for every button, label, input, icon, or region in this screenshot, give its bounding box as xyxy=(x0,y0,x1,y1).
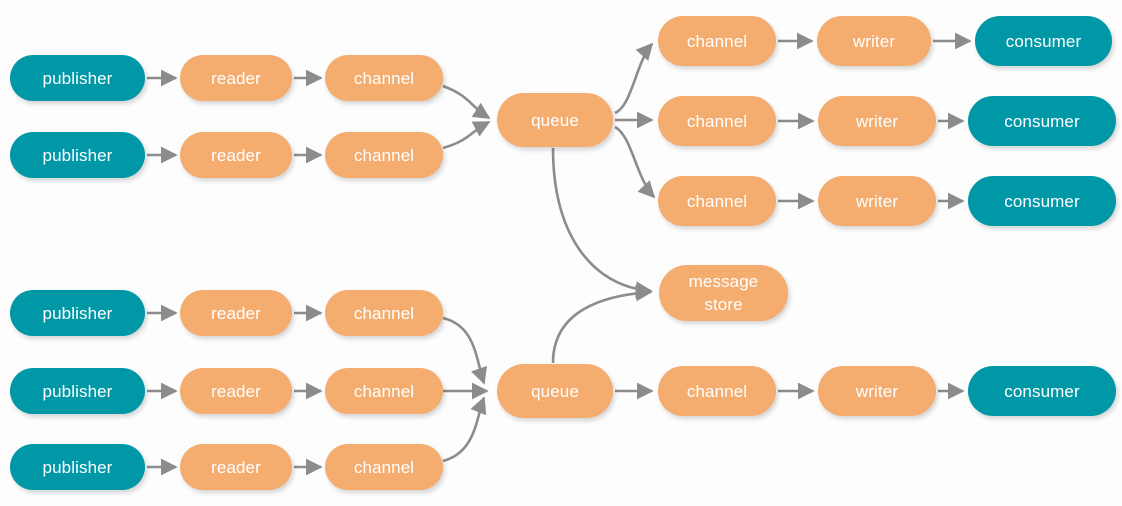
node-consumer[interactable]: consumer xyxy=(968,176,1116,226)
node-channel[interactable]: channel xyxy=(658,176,776,226)
node-reader[interactable]: reader xyxy=(180,55,292,101)
edge-chn-t1-que-t xyxy=(442,84,491,120)
node-reader[interactable]: reader xyxy=(180,290,292,336)
node-queue[interactable]: queue xyxy=(497,93,613,147)
node-channel[interactable]: channel xyxy=(658,96,776,146)
edge-chn-t2-que-t xyxy=(442,120,491,150)
node-channel[interactable]: channel xyxy=(325,444,443,490)
node-writer[interactable]: writer xyxy=(818,176,936,226)
edge-que-t-chn-o1 xyxy=(614,42,654,115)
node-channel[interactable]: channel xyxy=(325,55,443,101)
edge-chn-b3-que-b xyxy=(442,396,487,463)
node-publisher[interactable]: publisher xyxy=(10,368,145,414)
node-publisher[interactable]: publisher xyxy=(10,290,145,336)
node-publisher[interactable]: publisher xyxy=(10,55,145,101)
node-channel[interactable]: channel xyxy=(325,132,443,178)
node-reader[interactable]: reader xyxy=(180,368,292,414)
node-consumer[interactable]: consumer xyxy=(968,366,1116,416)
node-writer[interactable]: writer xyxy=(818,366,936,416)
node-channel[interactable]: channel xyxy=(325,368,443,414)
node-writer[interactable]: writer xyxy=(818,96,936,146)
node-consumer[interactable]: consumer xyxy=(975,16,1112,66)
node-reader[interactable]: reader xyxy=(180,132,292,178)
edge-que-b-msg xyxy=(551,284,653,364)
node-publisher[interactable]: publisher xyxy=(10,444,145,490)
node-channel[interactable]: channel xyxy=(658,16,776,66)
node-queue[interactable]: queue xyxy=(497,364,613,418)
node-writer[interactable]: writer xyxy=(817,16,931,66)
node-consumer[interactable]: consumer xyxy=(968,96,1116,146)
edge-que-t-msg xyxy=(551,147,653,299)
node-message-store[interactable]: message store xyxy=(659,265,788,321)
node-publisher[interactable]: publisher xyxy=(10,132,145,178)
node-channel[interactable]: channel xyxy=(325,290,443,336)
node-channel[interactable]: channel xyxy=(658,366,776,416)
edge-chn-b1-que-b xyxy=(442,316,487,385)
edge-que-t-chn-o3 xyxy=(614,125,656,199)
node-reader[interactable]: reader xyxy=(180,444,292,490)
